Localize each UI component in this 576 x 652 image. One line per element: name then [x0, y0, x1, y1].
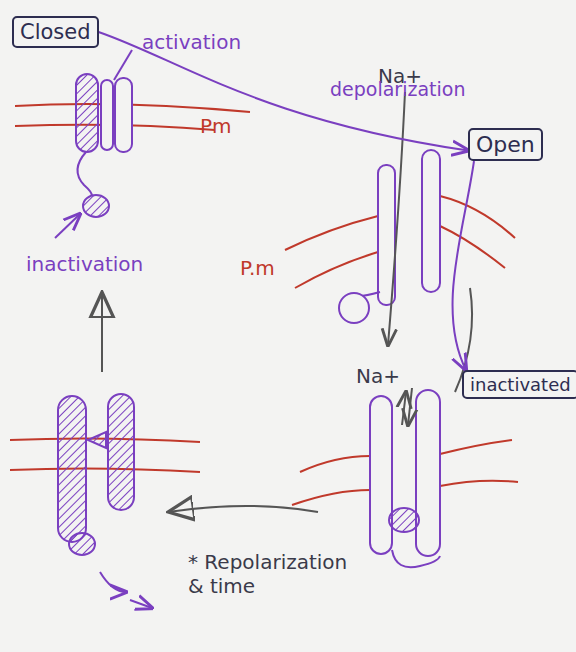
inactivation-tether	[77, 152, 92, 196]
inactivation-ball	[339, 293, 369, 323]
leader-line	[114, 50, 132, 80]
membrane-line	[292, 490, 370, 505]
closed-recovering-channel	[10, 292, 200, 608]
transition-arrow	[453, 161, 474, 370]
state-name: inactivated	[470, 374, 571, 395]
closed-channel	[15, 50, 250, 238]
ion-flow-arrow	[408, 388, 412, 425]
state-box: Closed	[12, 16, 99, 48]
channel-subunit	[76, 74, 98, 152]
state-arrow	[168, 506, 318, 512]
transition-label: depolarization	[330, 78, 465, 100]
annotation-label: inactivation	[26, 252, 143, 276]
inactivation-ball	[83, 195, 109, 217]
membrane-line	[440, 440, 512, 454]
state-arrow	[101, 292, 103, 372]
channel-subunit	[88, 432, 106, 448]
leader-arrow	[100, 572, 126, 592]
annotation-label: * Repolarization & time	[188, 550, 366, 598]
inactivation-ball	[69, 533, 95, 555]
inactivated-channel	[168, 388, 518, 567]
channel-subunit	[422, 150, 440, 292]
membrane-line	[295, 252, 378, 288]
annotation-label: Pm	[200, 114, 232, 138]
membrane-line	[440, 226, 505, 268]
annotation-label: P.m	[240, 256, 275, 280]
channel-subunit	[370, 396, 392, 554]
ion-flow-arrow	[402, 392, 406, 425]
state-box: Open	[468, 128, 543, 161]
membrane-line	[300, 456, 370, 472]
membrane-line	[285, 216, 378, 250]
inactivation-ball	[389, 508, 419, 532]
state-name: Closed	[20, 20, 91, 44]
channel-subunit	[115, 78, 132, 152]
ion-flow-arrow	[388, 92, 405, 345]
inactivation-tether	[392, 550, 440, 567]
state-box: inactivated	[462, 370, 576, 399]
leader-arrow	[55, 214, 80, 238]
membrane-line	[440, 481, 518, 486]
membrane-line	[10, 468, 200, 472]
channel-subunit	[101, 80, 113, 150]
channel-subunit	[416, 390, 440, 556]
channel-subunit	[58, 396, 86, 542]
channel-subunit	[108, 394, 134, 510]
state-name: Open	[476, 132, 535, 157]
annotation-label: Na+	[356, 364, 400, 388]
leader-arrow	[130, 600, 152, 608]
annotation-label: activation	[142, 30, 241, 54]
